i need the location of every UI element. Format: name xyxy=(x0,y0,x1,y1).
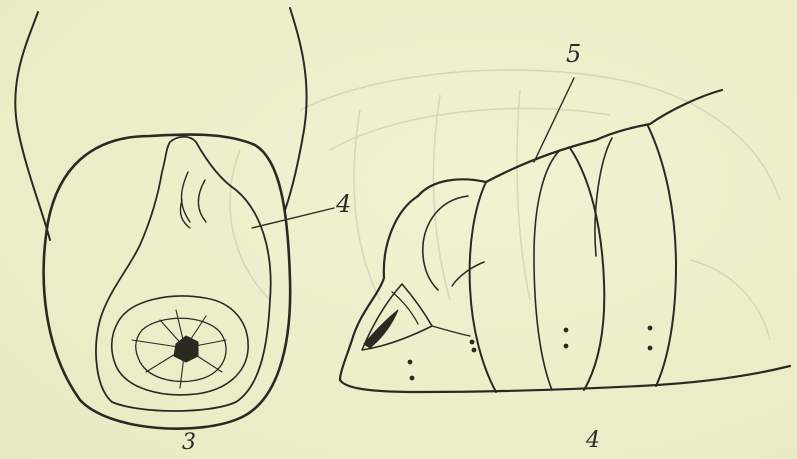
fig4-segment-1 xyxy=(470,182,496,392)
fig4-antenna xyxy=(452,262,484,286)
fig4-thorax-fold xyxy=(432,326,470,336)
fig4-ventral-outline xyxy=(340,366,790,392)
fig3-fold-1 xyxy=(182,172,191,222)
figure-number-4: 4 xyxy=(586,430,600,452)
fig4-dorsal-outline xyxy=(418,90,722,196)
figure-4-drawing xyxy=(340,78,790,392)
fig3-stalk-left xyxy=(15,12,50,240)
fig3-inner-sac xyxy=(96,137,271,411)
bleed-through xyxy=(230,70,780,340)
figure-number-3: 3 xyxy=(182,432,196,454)
fig4-segment-2b xyxy=(534,150,560,390)
fig3-fold-2 xyxy=(198,180,206,222)
fig4-segment-3 xyxy=(648,126,676,386)
callout-label-5: 5 xyxy=(566,42,581,66)
fig4-segment-3b xyxy=(595,138,612,256)
callout-label-4: 4 xyxy=(336,192,351,216)
fig4-leader-line xyxy=(534,78,574,162)
fig3-leader-line xyxy=(252,208,334,228)
fig3-outer-cap xyxy=(44,135,290,429)
fig4-mandible-fold xyxy=(392,292,418,324)
fig4-spiracles xyxy=(408,326,653,381)
figure-3-drawing xyxy=(15,8,334,429)
